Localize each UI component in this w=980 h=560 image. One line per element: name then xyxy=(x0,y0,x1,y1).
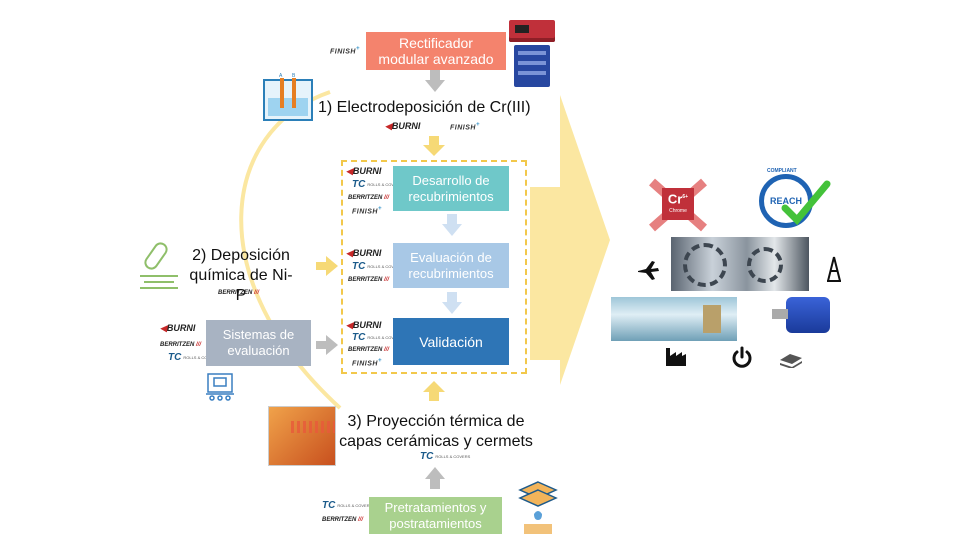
step3-line2: capas cerámicas y cermets xyxy=(339,433,533,450)
validation-box: Validación xyxy=(393,318,509,365)
burni-logo: ◀BURNI xyxy=(346,248,382,258)
arrow-right-yellow xyxy=(316,256,338,276)
berritzen-logo: BERRITZEN /// xyxy=(348,347,390,353)
pretreatment-line1: Pretratamientos y xyxy=(384,499,487,515)
validation-label: Validación xyxy=(419,333,483,350)
arrow-down-light xyxy=(442,292,462,314)
factory-icon xyxy=(666,348,686,366)
berritzen-logo: BERRITZEN /// xyxy=(218,290,260,296)
rectifier-label: Rectificador modular avanzado xyxy=(378,35,494,67)
electroplating-cell-icon: A B xyxy=(263,73,313,121)
berritzen-logo: BERRITZEN /// xyxy=(322,517,364,523)
burni-logo: ◀BURNI xyxy=(346,166,382,176)
development-frame xyxy=(341,160,527,374)
server-rack-icon xyxy=(514,45,550,87)
test-tube-icon xyxy=(140,242,178,289)
reach-compliant-icon: REACH COMPLIANT xyxy=(757,168,831,232)
pretreatment-line2: postratamientos xyxy=(389,515,482,531)
finish-logo: FINISH+ xyxy=(352,358,382,368)
step3-title: 3) Proyección térmica de capas cerámicas… xyxy=(336,412,536,452)
systems-line2: evaluación xyxy=(227,343,290,358)
burni-logo: ◀BURNI xyxy=(160,323,196,333)
big-arrow xyxy=(530,95,610,385)
oil-rig-icon xyxy=(827,256,841,282)
roller-image xyxy=(611,297,737,341)
test-machine-icon xyxy=(206,373,234,401)
motor-image xyxy=(772,293,832,337)
systems-line1: Sistemas de xyxy=(222,327,295,342)
arrow-down-gray xyxy=(425,70,445,92)
svg-text:B: B xyxy=(292,73,296,79)
burni-logo: ◀BURNI xyxy=(346,320,382,330)
chrome-vi-banned-icon: Cr6+ Chrome xyxy=(648,178,708,232)
step1-title: 1) Electrodeposición de Cr(III) xyxy=(318,99,531,116)
layers-icon xyxy=(518,481,558,534)
berritzen-logo: BERRITZEN /// xyxy=(348,277,390,283)
evaluation-line2: recubrimientos xyxy=(408,265,494,281)
power-icon xyxy=(732,346,752,368)
berritzen-logo: BERRITZEN /// xyxy=(348,195,390,201)
development-line1: Desarrollo de xyxy=(412,172,490,188)
stack-icon xyxy=(780,354,802,368)
finish-logo: FINISH+ xyxy=(450,122,480,132)
berritzen-logo: BERRITZEN /// xyxy=(160,342,202,348)
finish-logo: FINISH+ xyxy=(352,206,382,216)
development-line2: recubrimientos xyxy=(408,188,494,204)
rectifier-device-icon xyxy=(509,20,555,42)
arrow-right-gray xyxy=(316,335,338,355)
arrow-down-light xyxy=(442,214,462,236)
thermal-spray-image xyxy=(268,406,336,466)
arrow-up-yellow xyxy=(423,381,445,401)
arrow-up-gray xyxy=(425,467,445,489)
step2-line2: química de Ni-P xyxy=(189,267,293,304)
svg-text:A: A xyxy=(279,73,283,79)
evaluation-line1: Evaluación de xyxy=(410,249,492,265)
gearbox-image xyxy=(671,237,809,291)
rectifier-box: Rectificador modular avanzado xyxy=(366,32,506,70)
burni-logo: ◀BURNI xyxy=(385,121,421,131)
step2-line1: 2) Deposición xyxy=(192,247,290,264)
step3-line1: 3) Proyección térmica de xyxy=(347,413,525,430)
step2-title: 2) Deposición química de Ni-P xyxy=(186,246,296,306)
finish-logo: FINISH+ xyxy=(330,46,360,56)
airplane-icon xyxy=(638,261,659,280)
arrow-down-yellow xyxy=(423,136,445,156)
